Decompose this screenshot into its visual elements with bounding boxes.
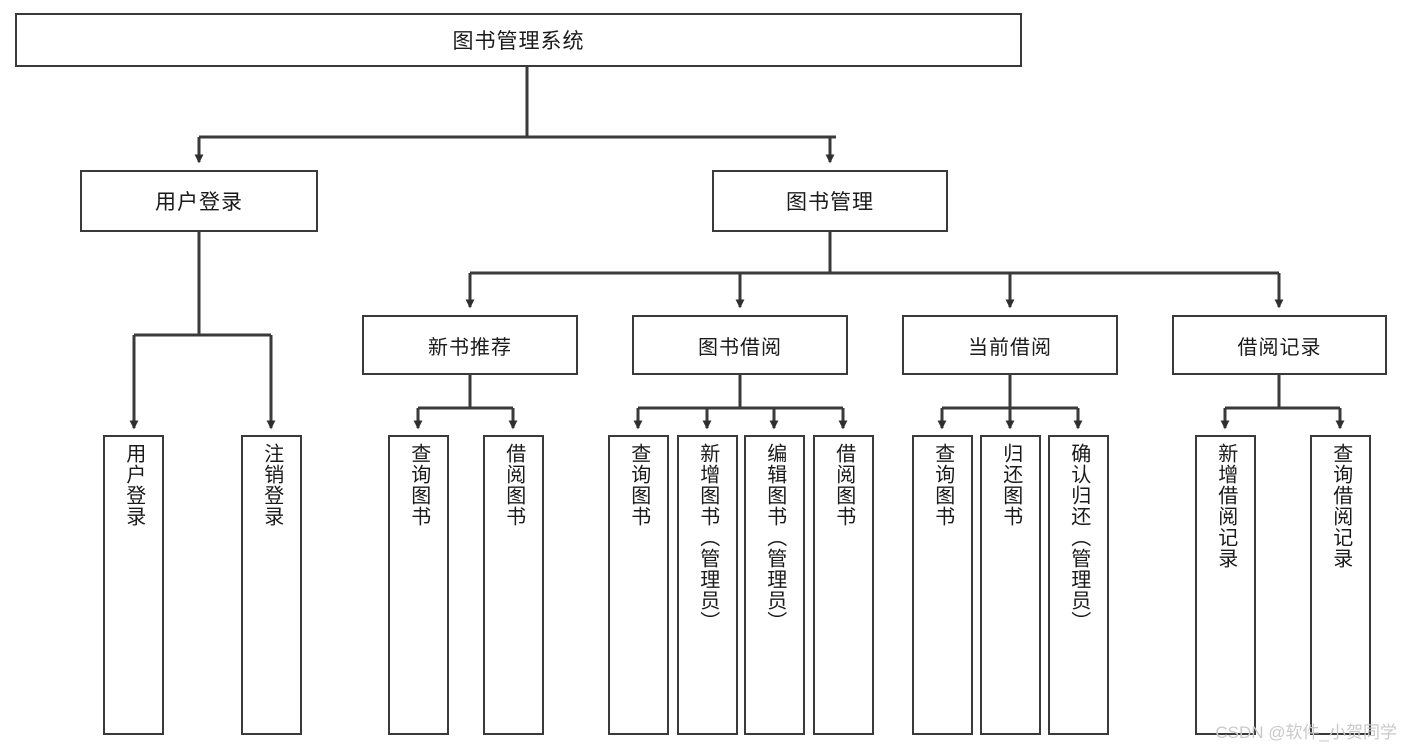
node-book-borrow-label: 图书借阅 [698, 336, 782, 359]
node-user-login-label: 用户登录 [155, 191, 243, 214]
leaf-user-login-logout[interactable]: 注销登录 [241, 435, 302, 735]
leaf-current-borrow-confirm-return[interactable]: 确认归还（管理员） [1048, 435, 1109, 735]
leaf-label: 用户登录 [122, 443, 145, 527]
leaf-label: 查询图书 [931, 443, 954, 527]
node-current-borrow[interactable]: 当前借阅 [902, 315, 1118, 375]
leaf-current-borrow-query[interactable]: 查询图书 [912, 435, 973, 735]
leaf-book-borrow-query[interactable]: 查询图书 [608, 435, 669, 735]
leaf-borrow-record-query[interactable]: 查询借阅记录 [1310, 435, 1371, 735]
leaf-label: 借阅图书 [502, 443, 525, 527]
node-borrow-record-label: 借阅记录 [1237, 336, 1322, 359]
leaf-book-borrow-edit[interactable]: 编辑图书（管理员） [744, 435, 805, 735]
leaf-label: 借阅图书 [832, 443, 855, 527]
leaf-current-borrow-return[interactable]: 归还图书 [980, 435, 1041, 735]
node-book-management[interactable]: 图书管理 [712, 170, 948, 232]
node-new-book-recommend[interactable]: 新书推荐 [362, 315, 578, 375]
leaf-label: 编辑图书（管理员） [763, 443, 786, 632]
leaf-label: 注销登录 [260, 443, 283, 527]
leaf-label: 新增图书（管理员） [696, 443, 719, 632]
node-current-borrow-label: 当前借阅 [968, 336, 1052, 359]
node-book-borrow[interactable]: 图书借阅 [632, 315, 848, 375]
leaf-borrow-record-add[interactable]: 新增借阅记录 [1195, 435, 1256, 735]
node-user-login[interactable]: 用户登录 [80, 170, 318, 232]
node-root-label: 图书管理系统 [452, 30, 585, 53]
leaf-label: 查询图书 [407, 443, 430, 527]
node-borrow-record[interactable]: 借阅记录 [1172, 315, 1387, 375]
leaf-label: 确认归还（管理员） [1067, 443, 1090, 632]
leaf-book-borrow-add[interactable]: 新增图书（管理员） [677, 435, 738, 735]
node-book-management-label: 图书管理 [786, 191, 874, 214]
leaf-book-borrow-borrow[interactable]: 借阅图书 [813, 435, 874, 735]
leaf-user-login-login[interactable]: 用户登录 [103, 435, 164, 735]
node-root-system[interactable]: 图书管理系统 [15, 13, 1022, 67]
leaf-new-book-query[interactable]: 查询图书 [388, 435, 449, 735]
leaf-new-book-borrow[interactable]: 借阅图书 [483, 435, 544, 735]
csdn-watermark: CSDN @软件_小贺同学 [1215, 723, 1397, 742]
leaf-label: 查询图书 [627, 443, 650, 527]
node-new-book-recommend-label: 新书推荐 [428, 336, 512, 359]
leaf-label: 归还图书 [999, 443, 1022, 527]
leaf-label: 新增借阅记录 [1214, 443, 1237, 569]
leaf-label: 查询借阅记录 [1329, 443, 1352, 569]
